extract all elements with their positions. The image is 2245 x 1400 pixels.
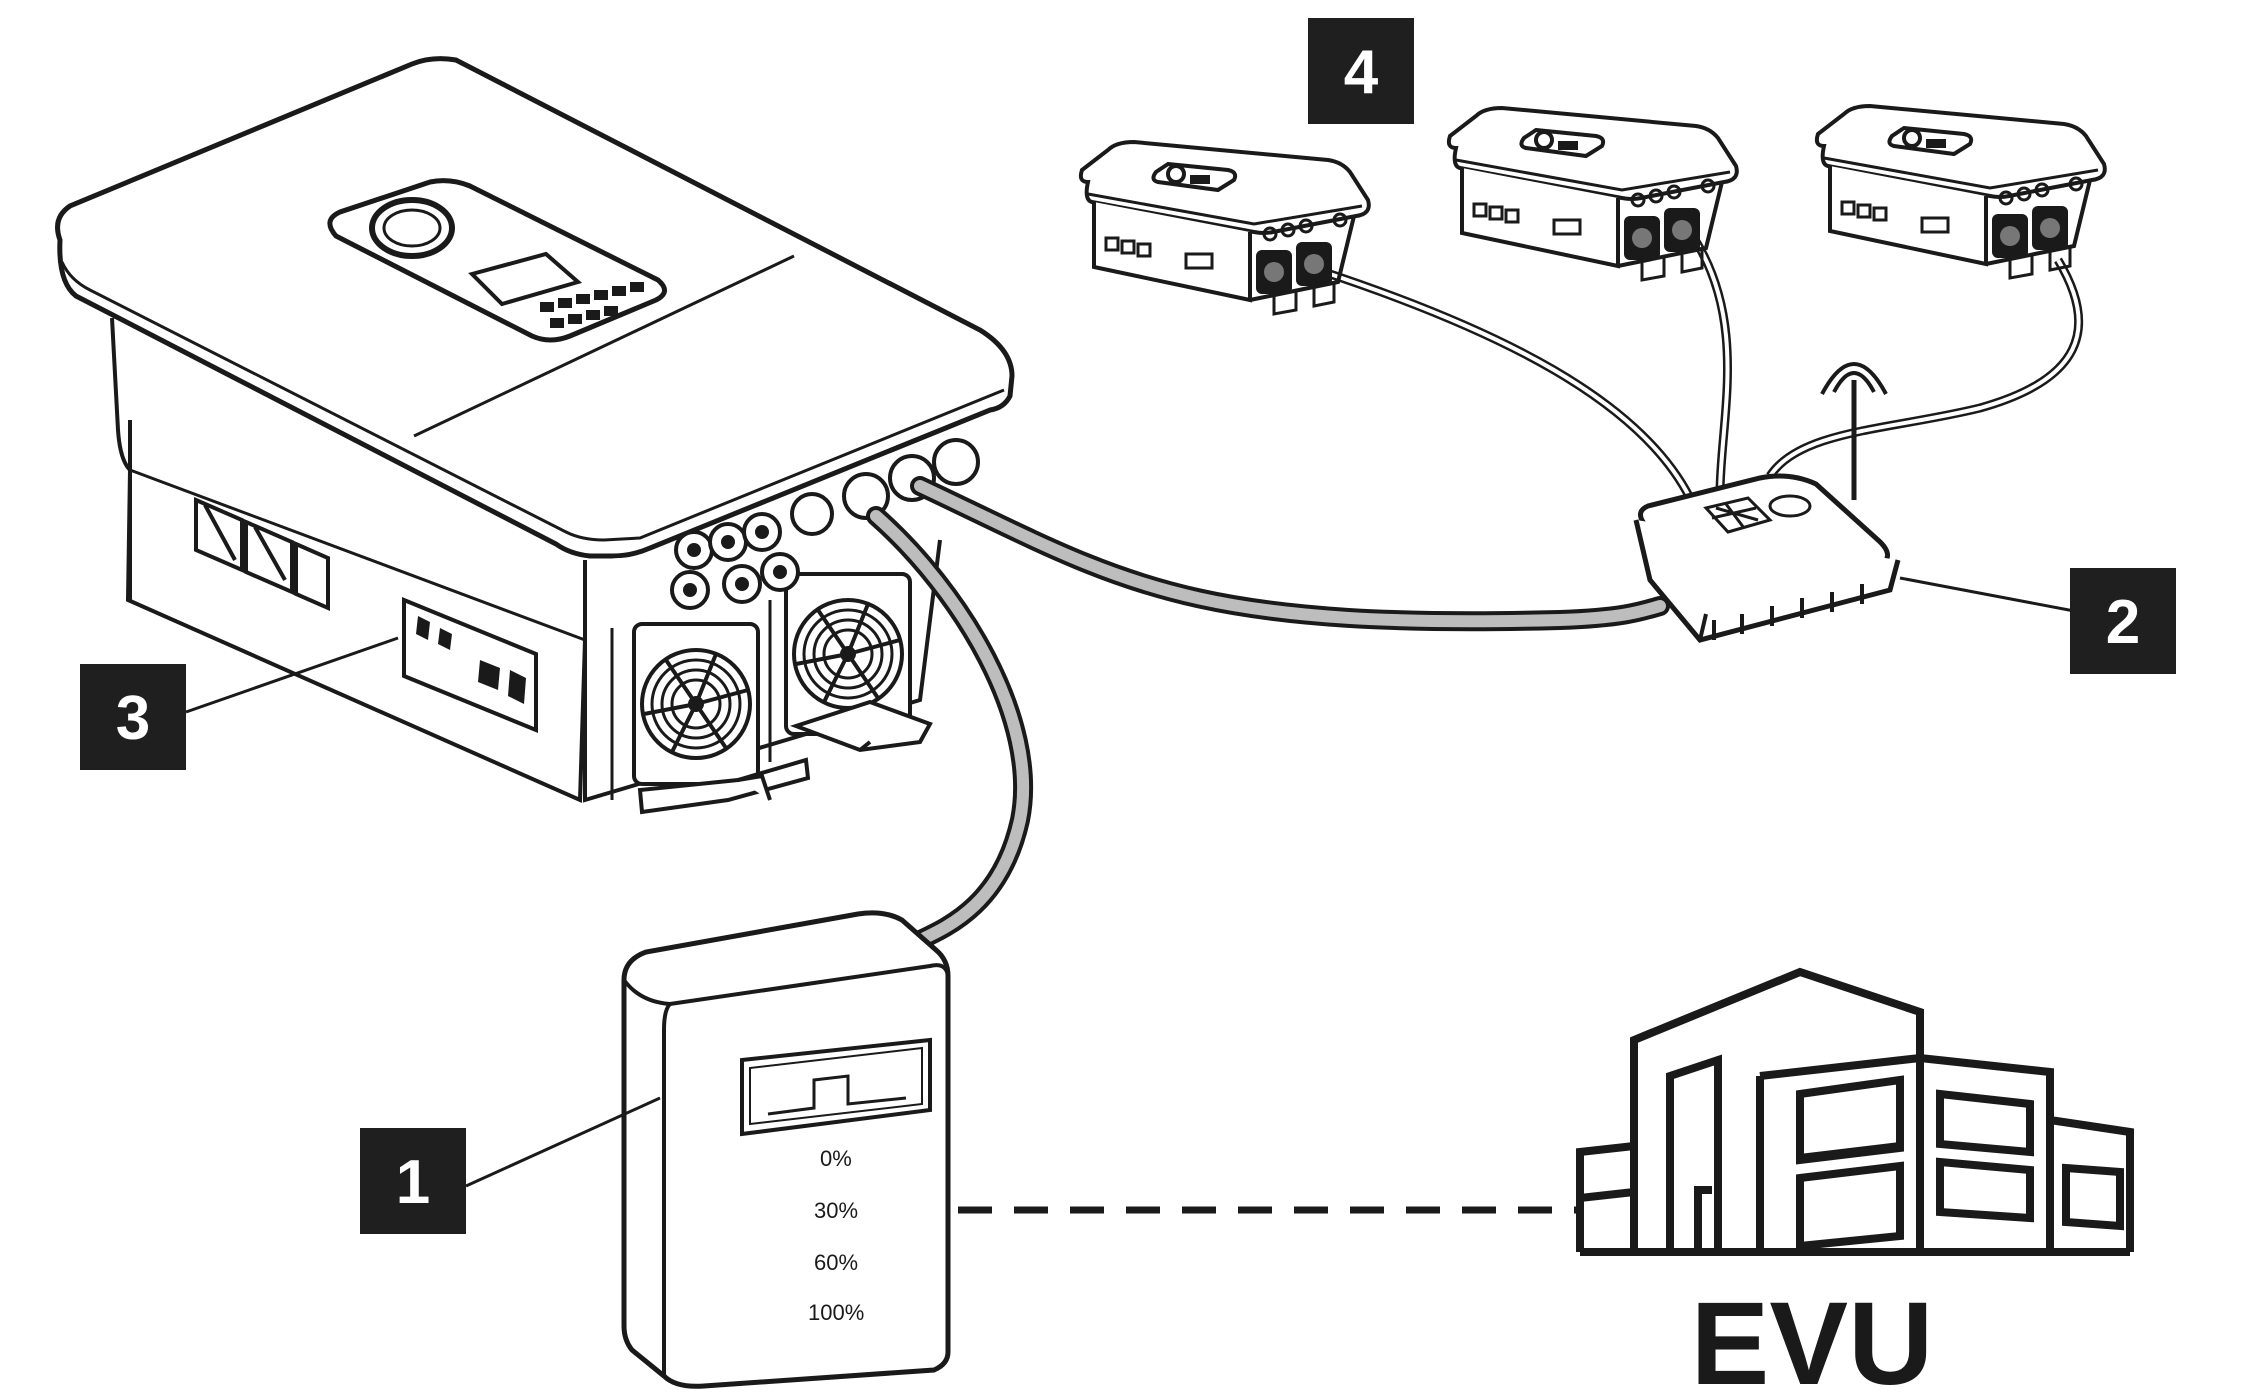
badge-3: 3 [80,664,186,770]
cable-inverter-to-router [910,476,1670,632]
main-inverter [55,56,1015,815]
badge-2-label: 2 [2106,588,2140,657]
inverter-unit-1 [1078,140,1371,316]
scale-label-60: 60% [814,1250,858,1275]
badge-4-label: 4 [1344,38,1379,107]
callout-lines [185,576,2091,1188]
badge-4: 4 [1308,18,1414,124]
inverter-unit-3 [1814,104,2107,280]
network-cables [1316,229,2084,501]
badge-3-label: 3 [116,684,150,753]
scale-label-30: 30% [814,1198,858,1223]
cable-inverter-to-receiver [866,506,1034,954]
router [1633,362,1901,643]
ripple-control-receiver: 0% 30% 60% 100% [621,910,951,1389]
evu-label: EVU [1691,1278,1934,1395]
badge-1-label: 1 [396,1148,430,1217]
scale-label-0: 0% [820,1146,852,1171]
badge-1: 1 [360,1128,466,1234]
inverter-unit-2 [1446,106,1739,282]
scale-label-100: 100% [808,1300,864,1325]
utility-building-icon [1576,967,2134,1256]
badge-2: 2 [2070,568,2176,674]
